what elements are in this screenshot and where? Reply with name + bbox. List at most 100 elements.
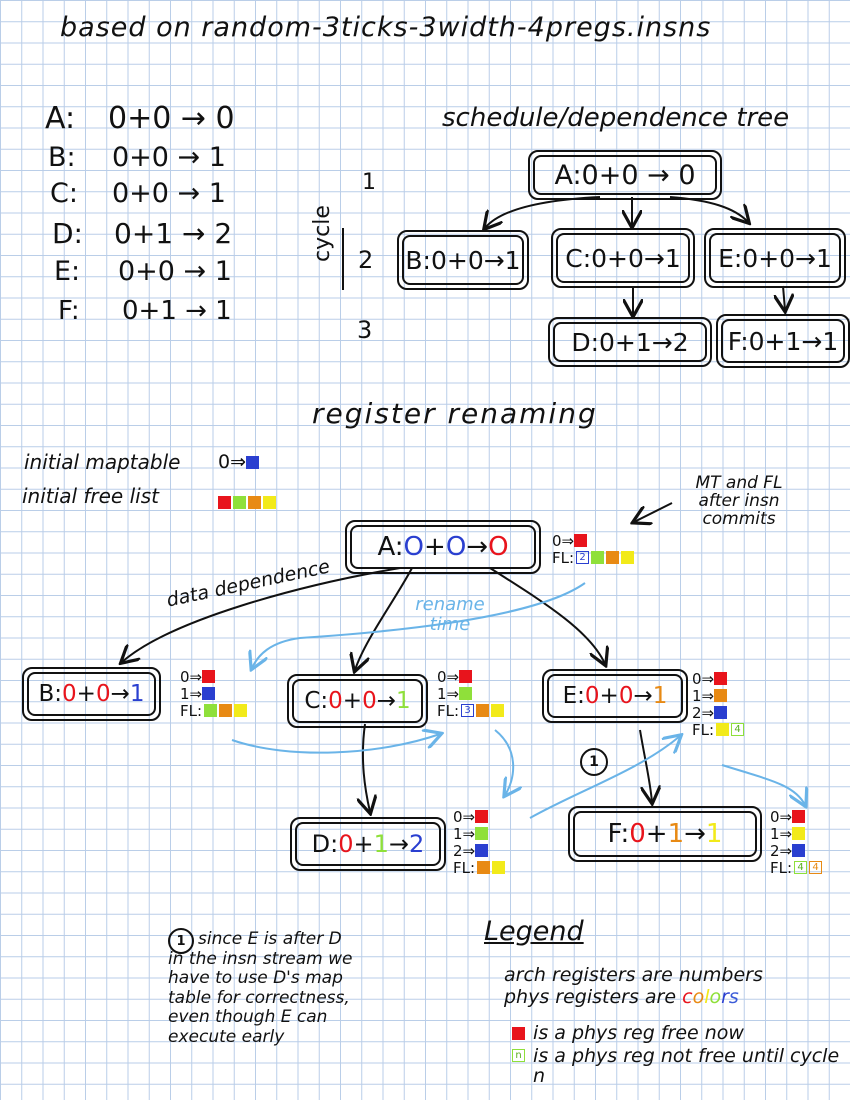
map-arch-0: 0⇒ bbox=[770, 807, 793, 826]
schedule-title: schedule/dependence tree bbox=[442, 103, 790, 133]
annotation-rename-time: rename time bbox=[415, 594, 485, 635]
legend-colors-word: colors bbox=[682, 986, 739, 1008]
phys-reg-swatch bbox=[475, 827, 489, 840]
legend-item-pending: n is a phys reg not free until cycle n bbox=[512, 1046, 843, 1086]
phys-reg-swatch bbox=[219, 704, 233, 717]
free-list-label: FL: bbox=[552, 548, 575, 567]
rename-node-c: C:0+0→1 bbox=[287, 674, 428, 728]
colors-letter: s bbox=[728, 986, 739, 1008]
initial-free-list bbox=[218, 494, 278, 510]
phys-reg-swatch bbox=[792, 827, 806, 840]
op-arrow: → bbox=[388, 830, 410, 858]
phys-reg-swatch bbox=[714, 689, 728, 702]
free-reg-swatch bbox=[512, 1027, 525, 1040]
rename-node-label: E:0+0→1 bbox=[547, 674, 683, 718]
src-reg-1: 1 bbox=[667, 819, 685, 849]
phys-reg-swatch bbox=[491, 704, 505, 717]
phys-reg-swatch bbox=[234, 704, 248, 717]
op-plus: + bbox=[599, 683, 619, 709]
rename-e-f bbox=[721, 764, 805, 805]
op-arrow: → bbox=[376, 688, 396, 714]
op-plus: + bbox=[645, 819, 668, 849]
dst-reg: 1 bbox=[652, 683, 668, 709]
schedule-node-label: F:0+1→1 bbox=[721, 319, 845, 363]
dst-reg: 1 bbox=[129, 681, 145, 707]
phys-reg-swatch bbox=[202, 687, 216, 700]
src-reg-0: 0 bbox=[338, 830, 354, 858]
phys-reg-swatch bbox=[459, 670, 473, 683]
rename-node-e: E:0+0→1 bbox=[542, 669, 688, 723]
colors-letter: o bbox=[709, 986, 722, 1008]
footnote-marker-number: 1 bbox=[176, 933, 186, 949]
phys-reg-swatch bbox=[246, 456, 260, 469]
footnote-marker: 1 bbox=[168, 928, 194, 954]
colors-letter: r bbox=[721, 986, 729, 1008]
src-reg-0: 0 bbox=[328, 688, 343, 714]
edge-a-b bbox=[485, 196, 601, 228]
rename-node-f: F: 0 + 1 → 1 bbox=[568, 806, 762, 862]
edge-a-e bbox=[669, 196, 748, 222]
free-list-label: FL: bbox=[692, 720, 715, 739]
state-after-b: 0⇒ 1⇒ FL: bbox=[180, 668, 249, 719]
rename-node-label: C:0+0→1 bbox=[292, 679, 423, 723]
phys-reg-swatch bbox=[248, 496, 261, 509]
map-arch-0: 0⇒ bbox=[218, 451, 247, 473]
rename-node-a: A: O + O → O bbox=[345, 520, 541, 574]
map-arch-1: 1⇒ bbox=[437, 684, 460, 703]
state-after-a: 0⇒ FL:2 bbox=[552, 532, 636, 566]
schedule-node-label: D:0+1→2 bbox=[553, 322, 707, 362]
dep-e-f bbox=[639, 729, 652, 802]
schedule-node-label: C:0+0→1 bbox=[556, 233, 690, 283]
dst-reg: 1 bbox=[705, 819, 723, 849]
phys-reg-swatch bbox=[459, 687, 473, 700]
insn-prefix: C: bbox=[304, 688, 329, 714]
phys-reg-swatch bbox=[574, 534, 588, 547]
state-after-c: 0⇒ 1⇒ FL:3 bbox=[437, 668, 506, 719]
map-arch-0: 0⇒ bbox=[692, 669, 715, 688]
insn-prefix: E: bbox=[562, 683, 585, 709]
rename-b-c bbox=[231, 734, 440, 754]
state-after-e: 0⇒ 1⇒ 2⇒ FL:4 bbox=[692, 670, 746, 738]
map-arch-0: 0⇒ bbox=[552, 531, 575, 550]
instruction-text: 0+0 → 1 bbox=[112, 178, 226, 209]
renaming-title: register renaming bbox=[312, 397, 598, 430]
map-arch-1: 1⇒ bbox=[770, 824, 793, 843]
phys-reg-swatch bbox=[476, 704, 490, 717]
initial-maptable-map: 0⇒ bbox=[218, 453, 261, 472]
rename-c-d bbox=[494, 729, 513, 795]
colors-letter: l bbox=[704, 986, 710, 1008]
insn-prefix: F: bbox=[607, 819, 630, 849]
op-arrow: → bbox=[684, 819, 706, 849]
instruction-text: 0+0 → 1 bbox=[112, 142, 226, 173]
dst-reg: 2 bbox=[409, 830, 425, 858]
map-arch-2: 2⇒ bbox=[453, 841, 476, 860]
phys-reg-swatch bbox=[714, 672, 728, 685]
src-reg-1: 0 bbox=[362, 688, 377, 714]
pending-reg: 4 bbox=[809, 861, 823, 874]
page-title: based on random-3ticks-3width-4pregs.ins… bbox=[60, 12, 712, 43]
op-plus: + bbox=[342, 688, 363, 714]
src-reg-0: 0 bbox=[62, 681, 77, 707]
free-list-label: FL: bbox=[180, 701, 203, 720]
phys-reg-swatch bbox=[714, 706, 728, 719]
schedule-node-e: E:0+0→1 bbox=[704, 228, 846, 288]
src-reg-0: 0 bbox=[584, 683, 600, 709]
phys-reg-swatch bbox=[204, 704, 218, 717]
map-arch-1: 1⇒ bbox=[692, 686, 715, 705]
free-list-label: FL: bbox=[770, 858, 793, 877]
dst-reg: 1 bbox=[396, 688, 411, 714]
rename-node-label: F: 0 + 1 → 1 bbox=[573, 811, 757, 857]
schedule-node-f: F:0+1→1 bbox=[716, 314, 850, 368]
instruction-text: 0+1 → 1 bbox=[122, 296, 232, 326]
pending-reg: 3 bbox=[461, 704, 475, 717]
phys-reg-swatch bbox=[202, 670, 216, 683]
phys-reg-swatch bbox=[716, 723, 730, 736]
phys-reg-swatch bbox=[792, 844, 806, 857]
rename-node-label: A: O + O → O bbox=[350, 525, 536, 569]
annotation-mt-fl: MT and FL after insn commits bbox=[695, 473, 783, 529]
phys-reg-swatch bbox=[621, 551, 635, 564]
op-arrow: → bbox=[110, 681, 130, 707]
legend-line-1: arch registers are numbers bbox=[504, 964, 763, 986]
colors-letter: o bbox=[692, 986, 705, 1008]
insn-prefix: B: bbox=[38, 681, 63, 707]
